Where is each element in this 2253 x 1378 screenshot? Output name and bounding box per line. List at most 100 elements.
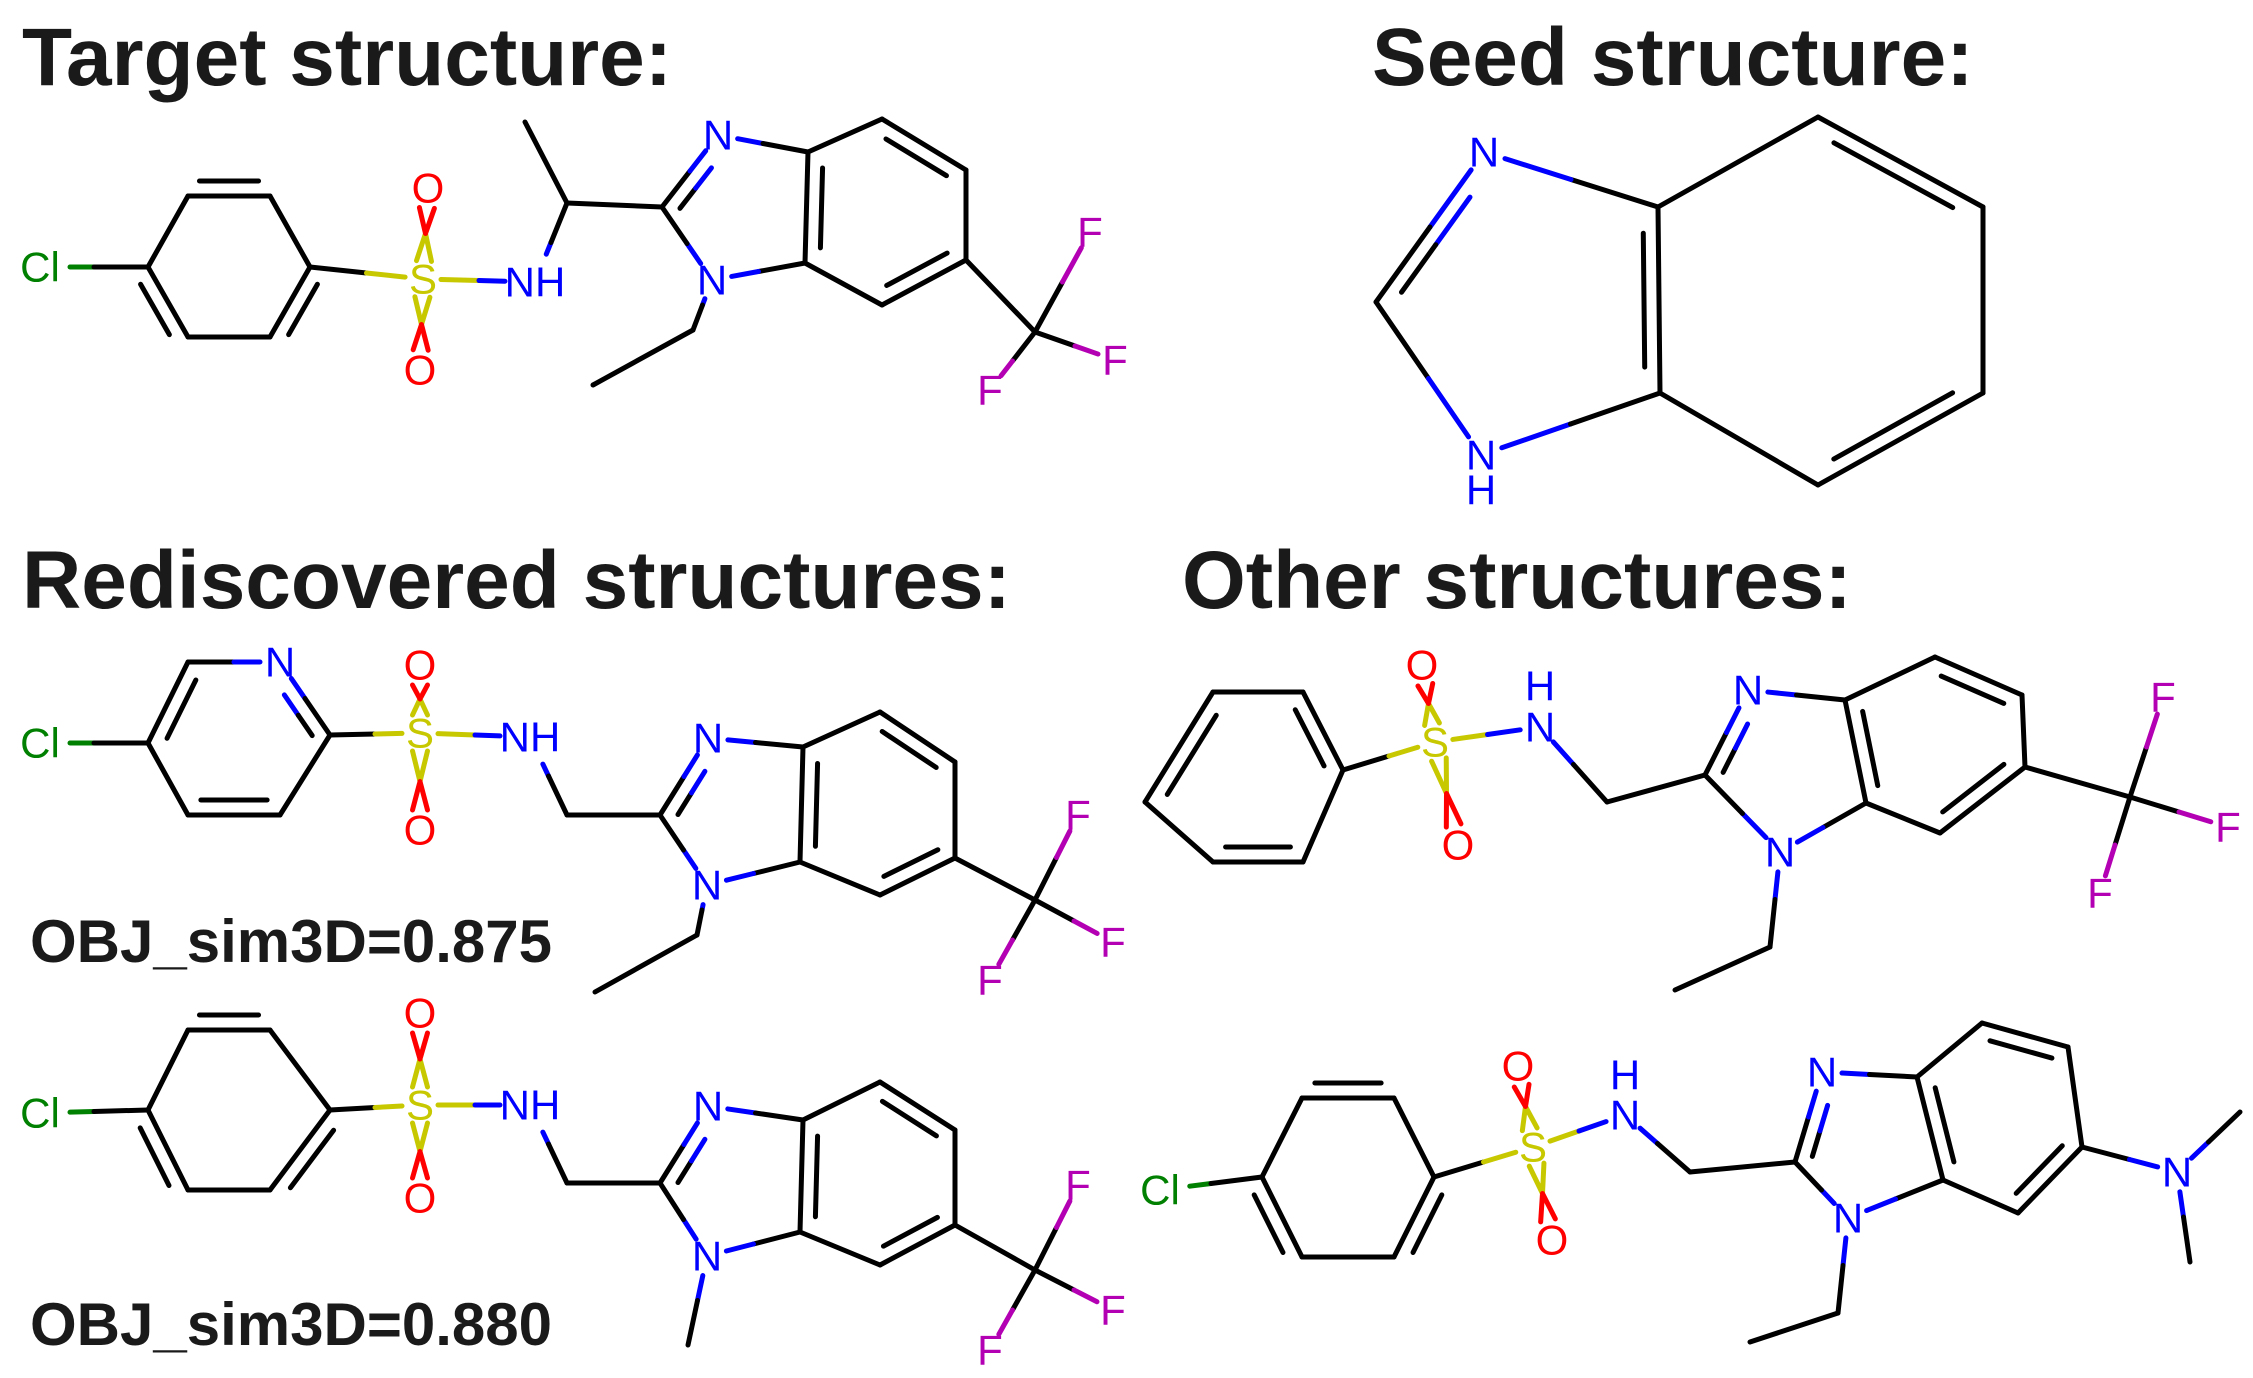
- sulfur-atom-label: S: [406, 1082, 434, 1129]
- bond-line: [760, 141, 811, 155]
- bond-line: [1410, 1192, 1445, 1256]
- bond-line: [2079, 1144, 2132, 1162]
- bond-line: [546, 773, 570, 818]
- bond-line: [1340, 753, 1392, 773]
- bond-line: [952, 1222, 1038, 1273]
- bond-line: [751, 859, 803, 876]
- bond-line: [812, 760, 821, 849]
- bond-line: [1842, 697, 1869, 806]
- bond-line: [410, 696, 423, 718]
- fluorine-atom-label: F: [977, 367, 1003, 414]
- bond-line: [1071, 1287, 1100, 1305]
- bond-line: [1032, 897, 1077, 924]
- bond-line: [1060, 245, 1084, 285]
- bond-line: [2188, 1139, 2211, 1161]
- bond-line: [879, 257, 969, 308]
- bond-line: [145, 659, 191, 746]
- bond-line: [657, 1180, 686, 1222]
- bond-line: [681, 847, 699, 871]
- bond-line: [417, 1120, 430, 1154]
- bond-line: [302, 696, 333, 738]
- rediscovered-heading: Rediscovered structures:: [22, 535, 1011, 626]
- bond-line: [372, 730, 405, 737]
- bond-line: [735, 136, 766, 146]
- nitrogen-atom-label: N: [703, 112, 733, 159]
- bond-line: [1792, 1159, 1824, 1193]
- bond-line: [797, 744, 806, 865]
- bond-line: [812, 1133, 821, 1220]
- other-heading: Other structures:: [1182, 535, 1852, 626]
- score-rediscovered-1: OBJ_sim3D=0.875: [30, 908, 552, 975]
- bond-line: [1071, 918, 1100, 936]
- bond-line: [1732, 721, 1751, 751]
- bond-line: [1655, 204, 1663, 396]
- bond-line: [1398, 242, 1439, 295]
- bond-line: [2102, 842, 2118, 879]
- oxygen-atom-label: O: [404, 807, 437, 854]
- bond-line: [675, 790, 694, 818]
- bond-line: [1840, 1235, 1849, 1268]
- fluorine-atom-label: F: [2215, 804, 2241, 851]
- chlorine-atom-label: Cl: [20, 720, 60, 767]
- chlorine-atom-label: Cl: [20, 244, 60, 291]
- bond-line: [1142, 799, 1216, 865]
- fluorine-atom-label: F: [1065, 1162, 1091, 1209]
- bond-line: [998, 358, 1015, 379]
- bond-line: [800, 709, 883, 750]
- bond-line: [657, 1142, 687, 1186]
- bond-line: [681, 752, 700, 779]
- bond-line: [91, 1107, 151, 1114]
- bond-line: [435, 731, 478, 738]
- bond-line: [2206, 1109, 2243, 1145]
- bond-line: [1519, 1104, 1528, 1134]
- fluorine-atom-label: F: [977, 957, 1003, 1004]
- bond-line: [413, 231, 428, 264]
- bond-line: [1547, 1128, 1582, 1144]
- bond-line: [145, 1027, 191, 1113]
- bond-line: [2144, 711, 2160, 750]
- bond-line: [438, 276, 482, 283]
- bond-line: [802, 149, 811, 266]
- bond-line: [797, 1229, 883, 1268]
- bond-line: [1842, 654, 1938, 703]
- bond-line: [1815, 390, 1986, 488]
- bond-line: [548, 200, 570, 245]
- bond-line: [1415, 683, 1431, 706]
- bond-line: [1640, 230, 1648, 370]
- bond-line: [996, 1307, 1015, 1337]
- bond-line: [267, 1107, 333, 1193]
- bond-line: [1391, 1095, 1437, 1180]
- bond-line: [2013, 1143, 2065, 1196]
- bond-line: [267, 1027, 333, 1113]
- nitrogen-atom-label: N: [1765, 829, 1795, 876]
- bond-line: [1032, 279, 1065, 335]
- bond-line: [2127, 744, 2149, 800]
- bond-line: [695, 1273, 706, 1303]
- bond-line: [1772, 869, 1781, 902]
- bond-line: [2176, 809, 2214, 825]
- hydrogen-atom-label: H: [1610, 1052, 1640, 1099]
- bond-line: [725, 1106, 758, 1116]
- bond-line: [1251, 1192, 1286, 1256]
- bond-line: [1485, 727, 1523, 737]
- bond-line: [1426, 376, 1472, 440]
- bond-line: [677, 185, 699, 211]
- bond-line: [1010, 1267, 1038, 1313]
- bond-line: [1386, 744, 1421, 759]
- bond-line: [1550, 739, 1576, 767]
- bond-line: [546, 1141, 570, 1186]
- bond-line: [1938, 673, 2007, 706]
- oxygen-atom-label: O: [404, 990, 437, 1037]
- bond-line: [1863, 800, 1943, 836]
- bond-line: [2065, 1044, 2085, 1150]
- bond-line: [286, 281, 320, 338]
- bond-line: [877, 855, 958, 898]
- bond-line: [327, 731, 378, 738]
- bond-line: [805, 116, 885, 155]
- bond-line: [729, 269, 761, 279]
- bond-line: [1987, 1038, 2055, 1061]
- bond-line: [1655, 114, 1821, 210]
- bond-line: [1511, 1084, 1528, 1109]
- bond-line: [137, 1125, 172, 1189]
